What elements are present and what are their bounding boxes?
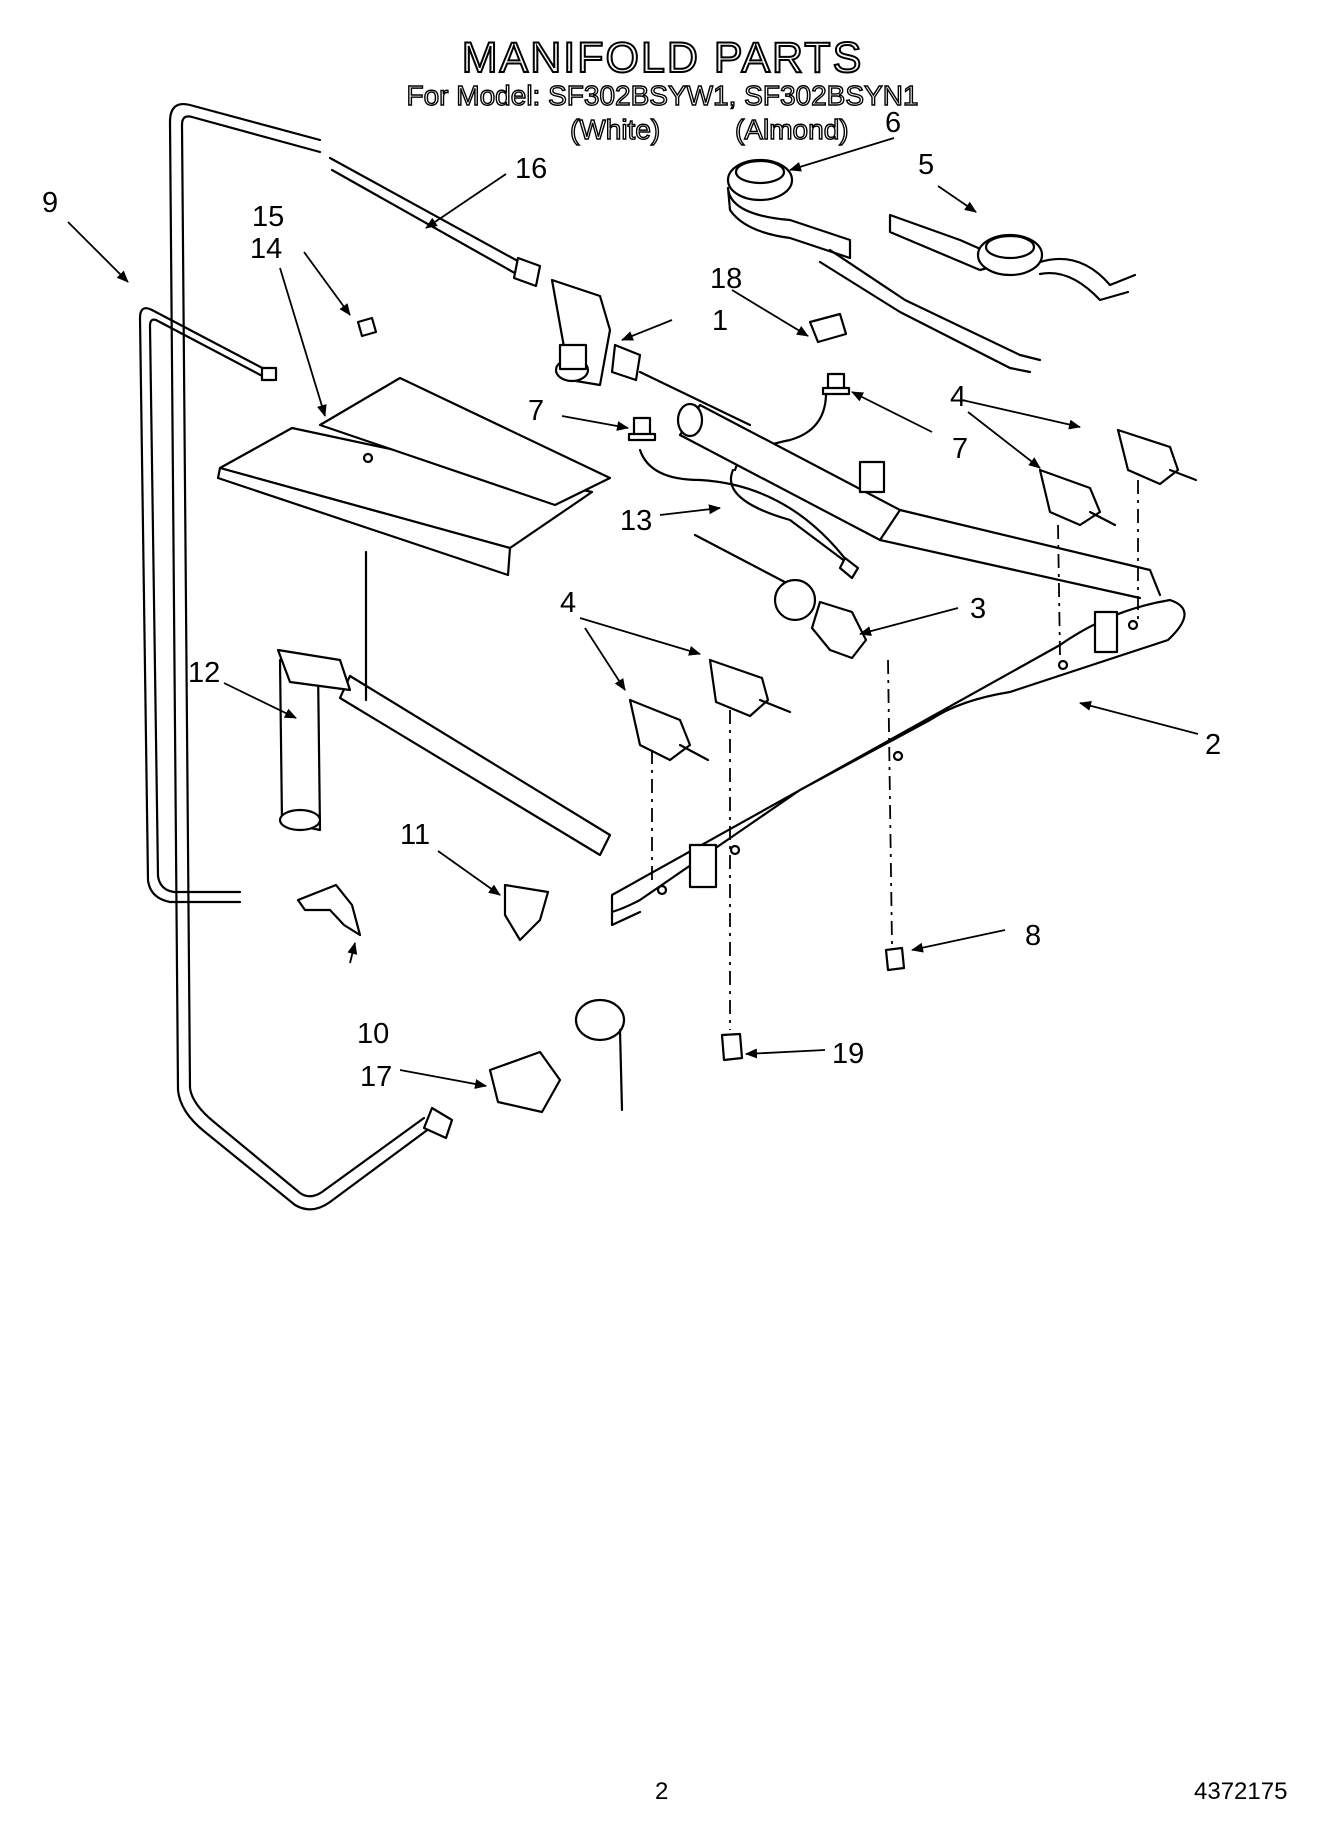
part-17-thermostat bbox=[488, 998, 626, 1114]
callout-15: 15 bbox=[252, 201, 284, 233]
part-12-bake-burner bbox=[276, 648, 612, 857]
callout-8: 8 bbox=[1025, 920, 1041, 952]
main-pipe bbox=[676, 402, 1162, 600]
callout-10: 10 bbox=[357, 1018, 389, 1050]
callout-17: 17 bbox=[360, 1061, 392, 1093]
part-11-bracket bbox=[503, 883, 550, 942]
callout-12: 12 bbox=[188, 657, 220, 689]
page-number: 2 bbox=[655, 1778, 669, 1805]
part-8-screw bbox=[884, 946, 906, 972]
part-5-burner bbox=[888, 213, 1137, 302]
callout-4-left: 4 bbox=[560, 587, 576, 619]
part-3-valve bbox=[693, 533, 868, 660]
variant-white-label: (White) bbox=[569, 113, 661, 145]
part-16-fitting-icon bbox=[512, 256, 542, 288]
part-13-thermocouple bbox=[638, 370, 860, 580]
part-6-burner bbox=[726, 158, 1042, 374]
part-13-connector-icon bbox=[838, 556, 860, 580]
part-7-fittings bbox=[627, 372, 851, 442]
document-number: 4372175 bbox=[1194, 1778, 1288, 1805]
model-subtitle: For Model: SF302BSYW1, SF302BSYN1 bbox=[406, 79, 919, 111]
callout-2: 2 bbox=[1205, 729, 1221, 761]
part-9-gas-tube bbox=[138, 103, 454, 1211]
callout-9: 9 bbox=[42, 187, 58, 219]
callout-6: 6 bbox=[885, 107, 901, 139]
callout-7-right: 7 bbox=[952, 433, 968, 465]
callout-18: 18 bbox=[710, 263, 742, 295]
part-9-fitting-icon bbox=[260, 366, 278, 382]
callout-3: 3 bbox=[970, 593, 986, 625]
callout-5: 5 bbox=[918, 149, 934, 181]
bracket-tab-left bbox=[688, 843, 718, 889]
bracket-tab-right bbox=[1093, 610, 1119, 654]
variant-almond-label: (Almond) bbox=[734, 113, 849, 145]
callout-7-left: 7 bbox=[528, 395, 544, 427]
callout-16: 16 bbox=[515, 153, 547, 185]
callout-14: 14 bbox=[250, 233, 282, 265]
part-17-inlet-nut-icon bbox=[422, 1106, 454, 1140]
part-2-manifold-bracket bbox=[610, 598, 1186, 927]
part-10-igniter bbox=[296, 883, 362, 937]
part-15-nut bbox=[356, 316, 378, 338]
page-title: MANIFOLD PARTS bbox=[461, 33, 864, 83]
part-19-screw bbox=[720, 1032, 744, 1062]
callout-1: 1 bbox=[712, 305, 728, 337]
part-1-valve bbox=[550, 278, 642, 387]
part-14-heat-shield bbox=[216, 376, 612, 577]
callout-11: 11 bbox=[400, 819, 430, 851]
callout-13: 13 bbox=[620, 505, 652, 537]
callout-19: 19 bbox=[832, 1038, 864, 1070]
part-4-orifice-valves bbox=[628, 428, 1198, 762]
pipe-bracket-icon bbox=[858, 460, 886, 494]
callout-4-right: 4 bbox=[950, 381, 966, 413]
part-18-clip bbox=[808, 312, 848, 344]
